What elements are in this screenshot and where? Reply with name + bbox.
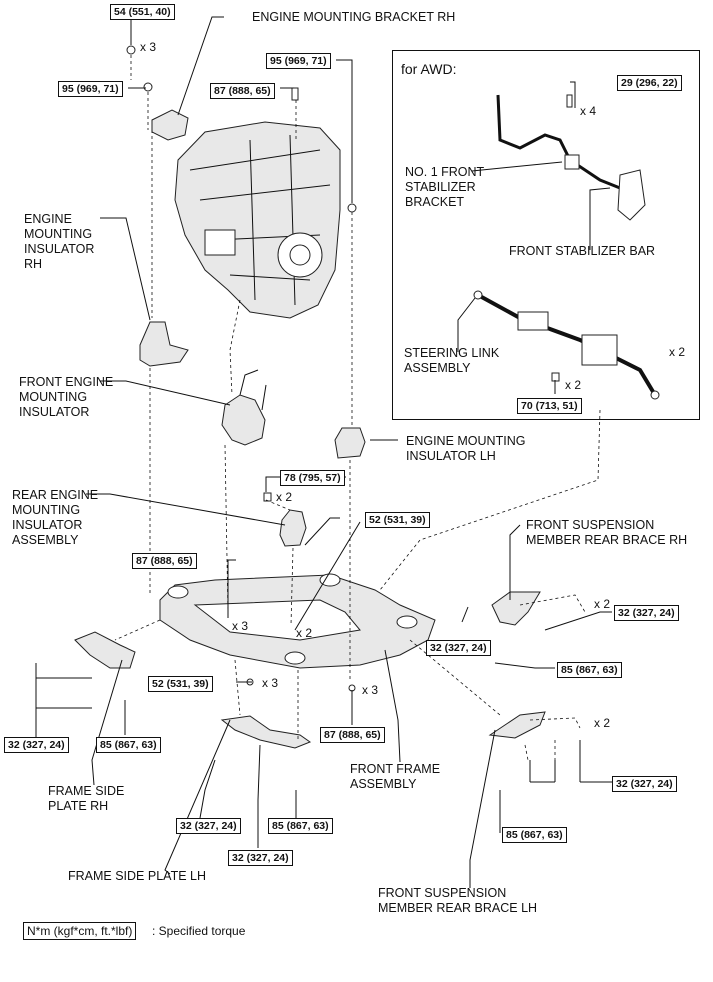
quantity-label: x 3	[362, 683, 379, 697]
awd-title: for AWD:	[401, 61, 457, 77]
quantity-label: x 2	[594, 716, 611, 730]
label-brace-lh: FRONT SUSPENSION MEMBER REAR BRACE LH	[378, 886, 538, 915]
label-front-frame: FRONT FRAME ASSEMBLY	[350, 762, 441, 791]
label-frame-side-lh: FRAME SIDE PLATE LH	[68, 869, 206, 883]
frame-side-rh-drawing	[74, 631, 136, 669]
quantity-label: x 2	[296, 626, 313, 640]
engine-bracket-rh-drawing	[151, 109, 189, 141]
torque-box: 32 (327, 24)	[426, 640, 491, 656]
steering-link-drawing	[473, 290, 660, 400]
front-frame-drawing	[159, 573, 436, 669]
engine-assembly-drawing	[174, 121, 341, 319]
torque-box: 32 (327, 24)	[228, 850, 293, 866]
rear-insulator-drawing	[279, 509, 307, 547]
torque-box: 52 (531, 39)	[148, 676, 213, 692]
awd-inset-frame	[392, 50, 700, 420]
torque-box: 87 (888, 65)	[132, 553, 197, 569]
quantity-label: x 3	[262, 676, 279, 690]
torque-box: 87 (888, 65)	[320, 727, 385, 743]
label-front-engine-insulator: FRONT ENGINE MOUNTING INSULATOR	[19, 375, 114, 419]
label-rear-engine-insulator: REAR ENGINE MOUNTING INSULATOR ASSEMBLY	[12, 488, 99, 547]
torque-box: 95 (969, 71)	[58, 81, 123, 97]
label-engine-bracket-rh: ENGINE MOUNTING BRACKET RH	[252, 10, 456, 24]
torque-box: 85 (867, 63)	[96, 737, 161, 753]
torque-box: 32 (327, 24)	[614, 605, 679, 621]
label-brace-rh: FRONT SUSPENSION MEMBER REAR BRACE RH	[526, 518, 688, 547]
torque-box: 85 (867, 63)	[557, 662, 622, 678]
torque-box: 32 (327, 24)	[612, 776, 677, 792]
brace-lh-drawing	[488, 711, 546, 739]
label-engine-insulator-lh: ENGINE MOUNTING INSULATOR LH	[406, 434, 526, 463]
label-steering-link: STEERING LINK ASSEMBLY	[404, 346, 500, 375]
quantity-label: x 2	[594, 597, 611, 611]
legend-description: : Specified torque	[152, 924, 246, 938]
torque-box: 52 (531, 39)	[365, 512, 430, 528]
label-stabilizer-bracket: NO. 1 FRONT STABILIZER BRACKET	[405, 165, 485, 209]
torque-box: 32 (327, 24)	[176, 818, 241, 834]
label-frame-side-rh: FRAME SIDE PLATE RH	[48, 784, 125, 813]
front-insulator-drawing	[221, 394, 266, 446]
torque-box: 85 (867, 63)	[502, 827, 567, 843]
torque-box: 29 (296, 22)	[617, 75, 682, 91]
torque-box: 87 (888, 65)	[210, 83, 275, 99]
torque-box: 95 (969, 71)	[266, 53, 331, 69]
torque-box: 70 (713, 51)	[517, 398, 582, 414]
label-engine-insulator-rh: ENGINE MOUNTING INSULATOR RH	[24, 212, 95, 271]
insulator-rh-drawing	[139, 321, 189, 367]
quantity-label: x 3	[140, 40, 157, 54]
quantity-label: x 2	[276, 490, 293, 504]
torque-box: 54 (551, 40)	[110, 4, 175, 20]
quantity-label: x 4	[580, 104, 597, 118]
legend-torque-unit: N*m (kgf*cm, ft.*lbf)	[23, 922, 137, 940]
quantity-label: x 2	[669, 345, 686, 359]
frame-side-lh-drawing	[220, 715, 312, 749]
label-stabilizer-bar: FRONT STABILIZER BAR	[509, 244, 656, 258]
insulator-lh-drawing	[334, 427, 366, 459]
torque-box: 78 (795, 57)	[280, 470, 345, 486]
torque-box: 32 (327, 24)	[4, 737, 69, 753]
stabilizer-bar-drawing	[496, 94, 646, 221]
torque-box: 85 (867, 63)	[268, 818, 333, 834]
quantity-label: x 3	[232, 619, 249, 633]
quantity-label: x 2	[565, 378, 582, 392]
brace-rh-drawing	[491, 591, 541, 626]
